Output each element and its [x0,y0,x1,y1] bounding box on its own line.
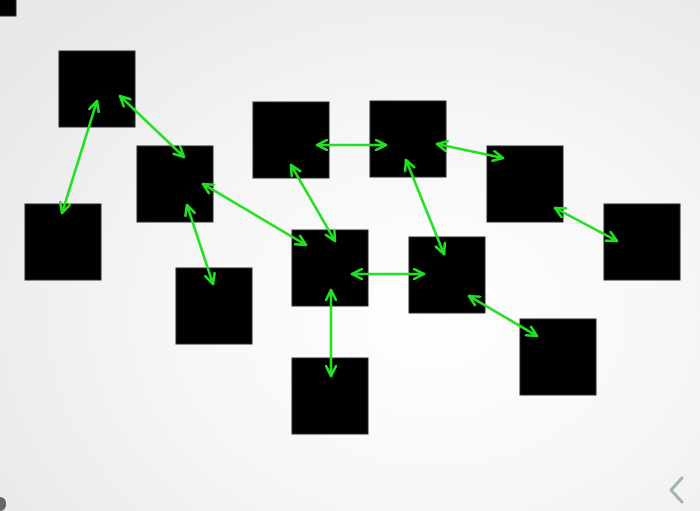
edge-n3-n4 [187,203,213,286]
chevron-left-icon [669,476,684,504]
nodes-layer [0,0,681,435]
edge-n3-n7 [201,182,308,247]
edge-n1-n3 [118,94,186,159]
edges-layer [62,94,619,378]
edge-n8-n12 [467,294,539,338]
node-n13 [0,0,17,17]
node-n4 [175,267,253,345]
edge-n5-n7 [289,163,337,243]
edge-n6-n9 [435,144,505,158]
node-n2 [24,203,102,281]
edge-n6-n8 [406,158,444,256]
node-n3 [136,145,214,223]
node-n12 [519,318,597,396]
corner-dot [0,497,6,511]
edge-n1-n2 [62,99,97,215]
edge-n9-n10 [553,206,619,243]
node-n1 [58,50,136,128]
node-n10 [603,203,681,281]
back-button[interactable] [664,475,692,505]
